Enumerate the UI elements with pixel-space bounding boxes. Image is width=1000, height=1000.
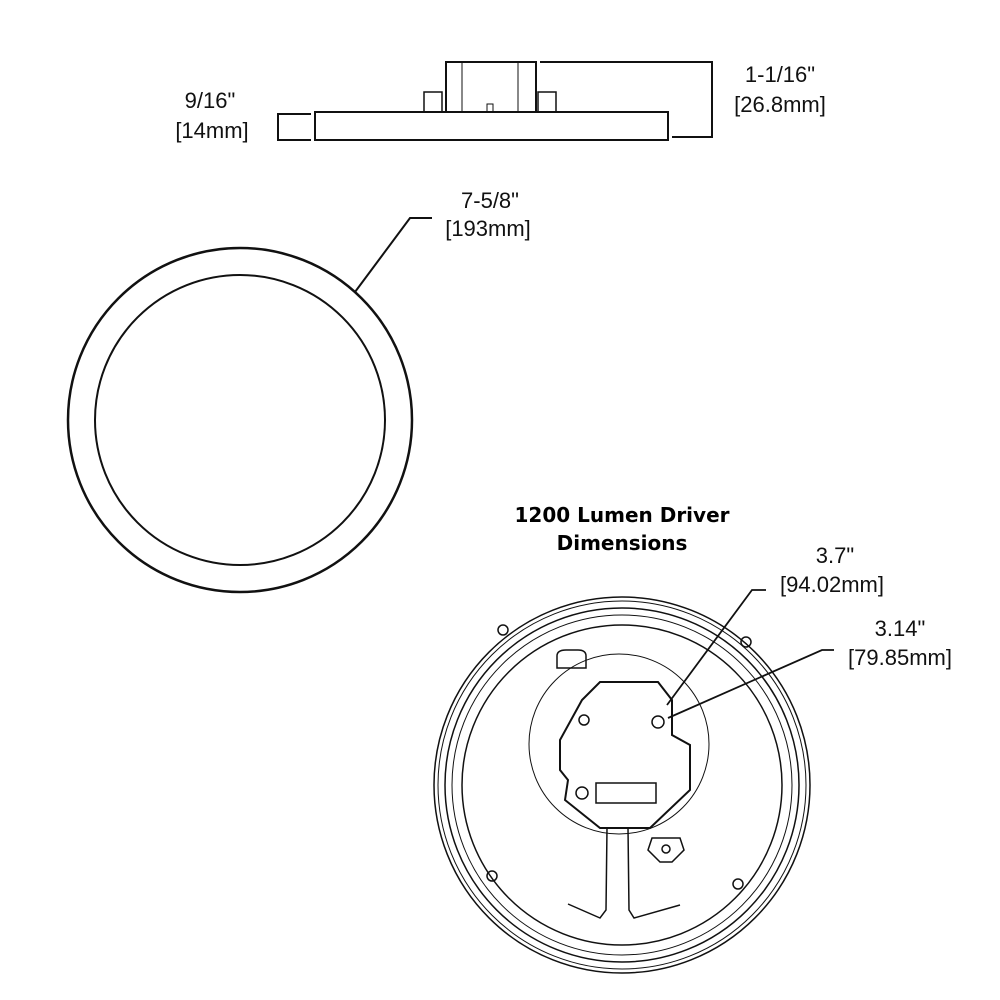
screw-icon: [732, 878, 744, 890]
plate-height-in: 9/16": [185, 88, 236, 113]
side-view: 9/16" [14mm] 1-1/16" [26.8mm]: [175, 61, 826, 143]
back-ring: [444, 607, 800, 963]
side-plate: [314, 111, 669, 141]
dim1-mm: [94.02mm]: [780, 572, 884, 597]
side-clip-right: [537, 91, 557, 113]
driver-hole: [578, 714, 590, 726]
mount-tab-hole: [661, 844, 671, 854]
dim1-leader: [666, 589, 766, 706]
dip-switch: [595, 782, 657, 804]
mount-tab-lower: [647, 837, 685, 863]
dim1-in: 3.7": [816, 543, 854, 568]
driver-title-line1: 1200 Lumen Driver: [515, 503, 730, 527]
back-ring: [437, 600, 807, 970]
back-ring-outer: [433, 596, 811, 974]
screw-icon: [497, 624, 509, 636]
back-ring: [451, 614, 793, 956]
front-view: 7-5/8" [193mm]: [66, 188, 531, 594]
dim2-leader: [667, 649, 834, 719]
back-ring-inner: [461, 624, 783, 946]
wire-channel-right: [627, 827, 681, 919]
housing-notch: [486, 103, 494, 113]
plate-height-mm: [14mm]: [175, 118, 248, 143]
plate-height-bracket: [277, 113, 311, 141]
dim2-mm: [79.85mm]: [848, 645, 952, 670]
screw-icon: [740, 636, 752, 648]
driver-housing: [559, 681, 691, 829]
screw-icon: [486, 870, 498, 882]
diameter-leader: [354, 217, 432, 293]
diameter-in: 7-5/8": [461, 188, 519, 213]
driver-screw-hole: [575, 786, 589, 800]
lens-circle: [94, 274, 386, 566]
screw-icons: [486, 624, 752, 890]
total-height-in: 1-1/16": [745, 62, 815, 87]
total-height-mm: [26.8mm]: [734, 92, 826, 117]
driver-view: 1200 Lumen Driver Dimensions 3.7" [94.02…: [433, 503, 952, 974]
driver-title-line2: Dimensions: [557, 531, 688, 555]
total-height-bracket: [540, 61, 713, 138]
mount-tab: [556, 649, 587, 669]
side-clip-left: [423, 91, 443, 113]
driver-mount-circle: [528, 653, 710, 835]
diameter-mm: [193mm]: [445, 216, 531, 241]
dim2-in: 3.14": [875, 616, 926, 641]
outer-trim-circle: [66, 246, 414, 594]
driver-screw-hole: [651, 715, 665, 729]
wire-channel-left: [567, 827, 608, 919]
